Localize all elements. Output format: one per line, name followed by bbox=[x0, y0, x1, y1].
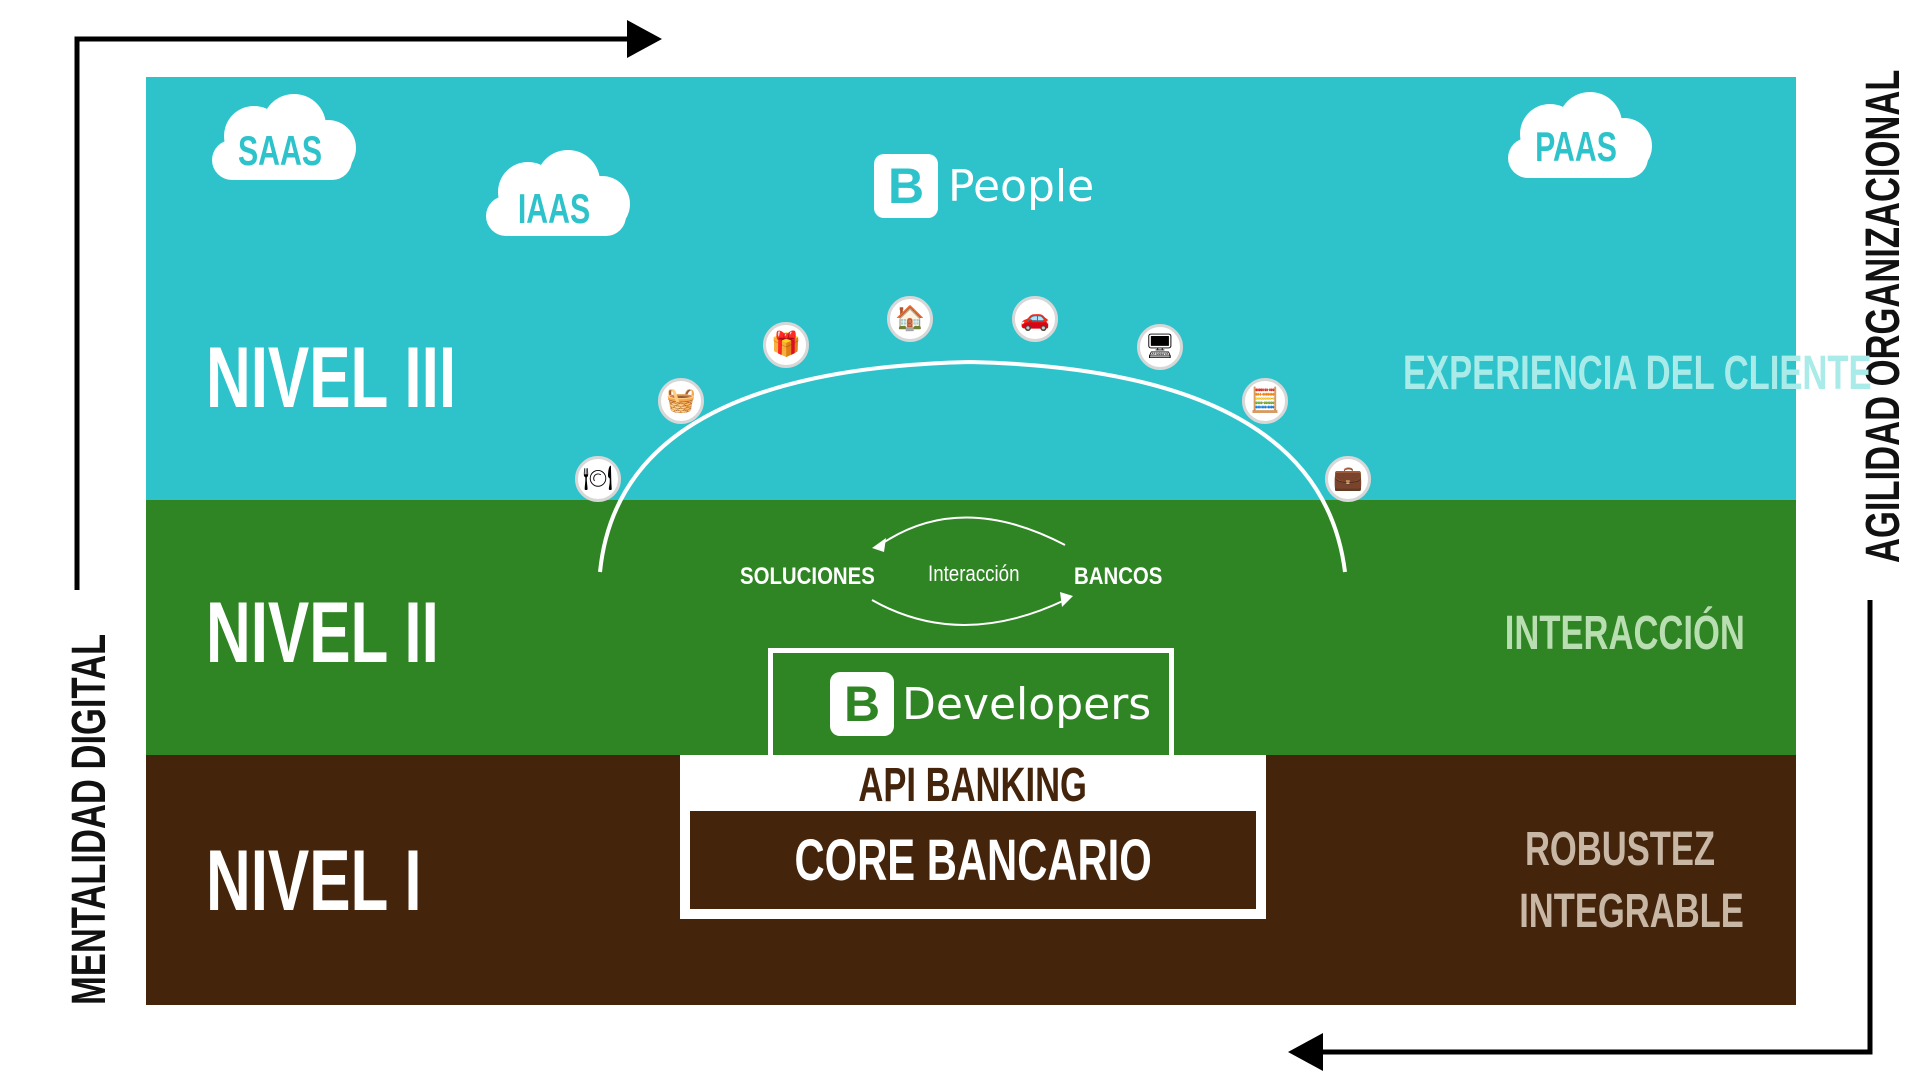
level-1-name: NIVEL I bbox=[206, 833, 422, 929]
food-tray-icon: 🍽 bbox=[575, 456, 621, 502]
developers-box bbox=[768, 648, 1174, 756]
level-3-name: NIVEL III bbox=[206, 330, 457, 426]
developers-logo-text: Developers bbox=[902, 678, 1152, 730]
api-banking-label: API BANKING bbox=[858, 759, 1088, 812]
cloud-iaas: IAAS bbox=[476, 144, 632, 240]
top-left-arrow bbox=[74, 20, 662, 590]
cloud-saas: SAAS bbox=[202, 88, 358, 184]
bancos-label: BANCOS bbox=[1074, 563, 1163, 590]
level-1-description: ROBUSTEZ INTEGRABLE bbox=[1519, 823, 1744, 938]
level-2-description: INTERACCIÓN bbox=[1504, 607, 1745, 660]
b-logo-icon: B bbox=[830, 672, 894, 736]
car-icon: 🚗 bbox=[1012, 296, 1058, 342]
shopping-basket-icon: 🧺 bbox=[658, 378, 704, 424]
devices-icon: 🖥 bbox=[1137, 324, 1183, 370]
cloud-icon bbox=[212, 94, 356, 180]
cloud-label: PAAS bbox=[1535, 123, 1617, 170]
gift-icon: 🎁 bbox=[763, 322, 809, 368]
developers-logo: B Developers bbox=[830, 672, 1151, 736]
bpeople-logo: B People bbox=[874, 154, 1094, 218]
cloud-label: IAAS bbox=[517, 185, 591, 232]
house-icon: 🏠 bbox=[887, 296, 933, 342]
bottom-right-arrow bbox=[1288, 600, 1873, 1071]
soluciones-label: SOLUCIONES bbox=[740, 563, 875, 590]
interaccion-label: Interacción bbox=[928, 561, 1020, 586]
level-2-band bbox=[146, 500, 1796, 755]
core-bancario-label: CORE BANCARIO bbox=[794, 827, 1152, 893]
suitcase-icon: 💼 bbox=[1325, 456, 1371, 502]
cloud-icon bbox=[1508, 92, 1652, 178]
cloud-icon bbox=[486, 150, 630, 236]
cloud-label: SAAS bbox=[237, 127, 323, 174]
cloud-paas: PAAS bbox=[1498, 86, 1654, 182]
core-bancario-box: CORE BANCARIO bbox=[690, 811, 1256, 909]
b-logo-icon: B bbox=[874, 154, 938, 218]
calculator-icon: 🧮 bbox=[1242, 378, 1288, 424]
level-2-name: NIVEL II bbox=[206, 585, 439, 681]
people-logo-text: People bbox=[948, 160, 1095, 212]
